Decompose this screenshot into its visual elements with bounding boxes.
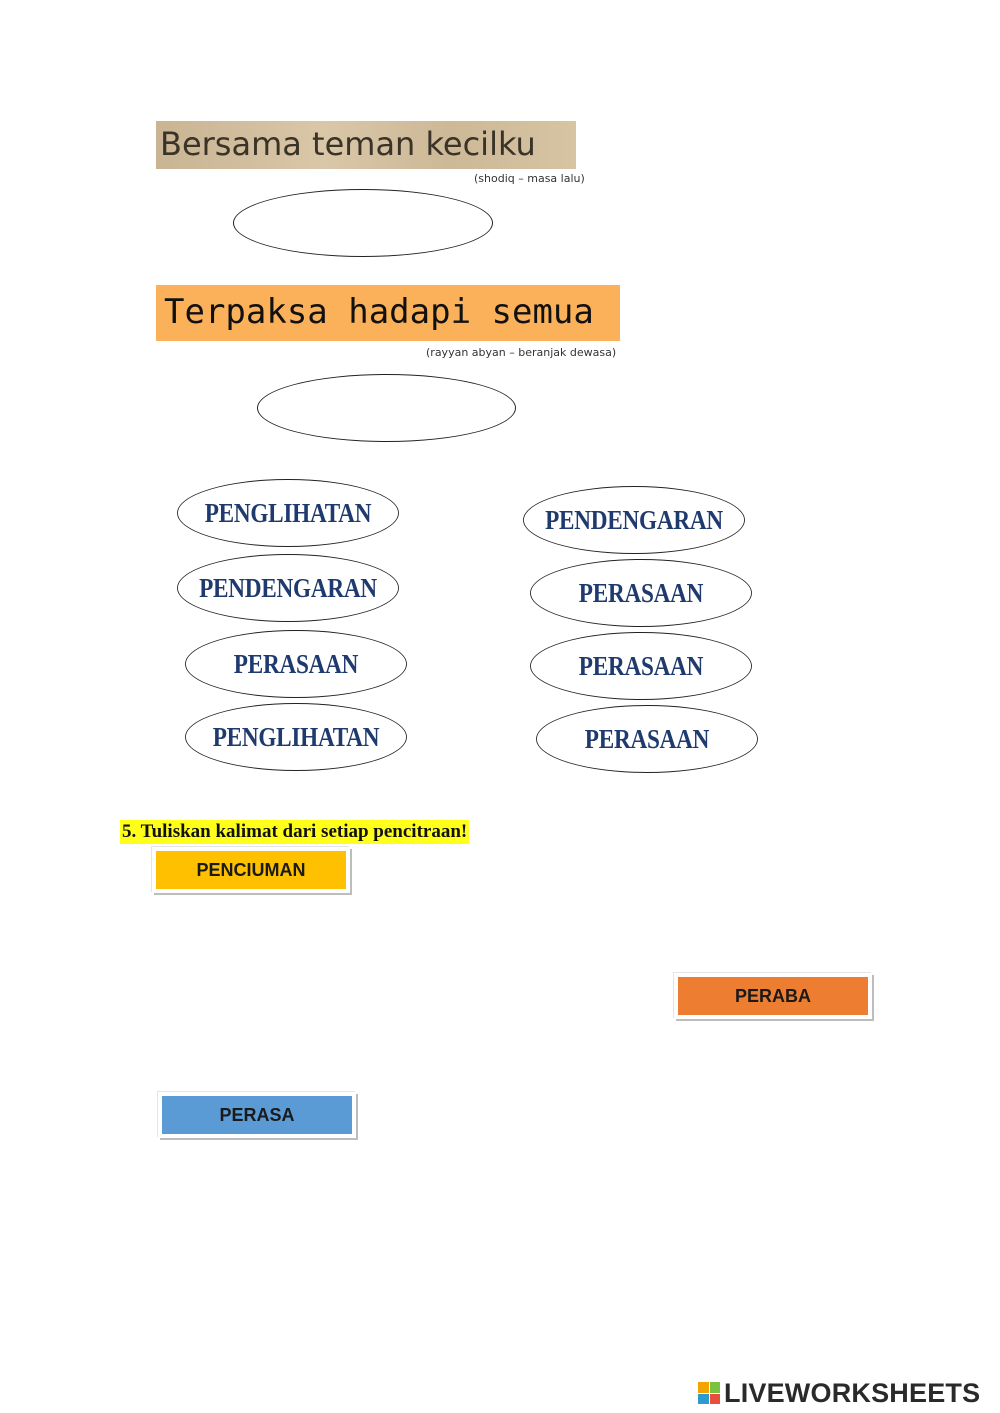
liveworksheets-logo-icon xyxy=(698,1382,720,1404)
choice-oval[interactable]: PERASAAN xyxy=(530,559,752,627)
choice-oval[interactable]: PERASAAN xyxy=(536,705,758,773)
choice-oval[interactable]: PERASAAN xyxy=(530,632,752,700)
choice-oval[interactable]: PENGLIHATAN xyxy=(185,703,407,771)
lyric-line-1: Bersama teman kecilku xyxy=(156,121,576,169)
choice-label: PENGLIHATAN xyxy=(212,721,380,752)
question-5: 5. Tuliskan kalimat dari setiap pencitra… xyxy=(120,820,470,844)
choice-label: PENGLIHATAN xyxy=(204,497,372,528)
tag-penciuman: PENCIUMAN xyxy=(152,847,350,893)
lyric-credit-1: (shodiq – masa lalu) xyxy=(474,172,585,185)
lyric-credit-2: (rayyan abyan – beranjak dewasa) xyxy=(426,346,617,359)
liveworksheets-brand: LIVEWORKSHEETS xyxy=(724,1377,981,1408)
answer-drop-zone-2[interactable] xyxy=(257,374,516,442)
choice-oval[interactable]: PENDENGARAN xyxy=(523,486,745,554)
choice-label: PERASAAN xyxy=(584,723,710,754)
tag-perasa-label: PERASA xyxy=(162,1096,352,1134)
choice-oval[interactable]: PENGLIHATAN xyxy=(177,479,399,547)
choice-label: PENDENGARAN xyxy=(199,572,377,603)
liveworksheets-logo: LIVEWORKSHEETS xyxy=(698,1378,980,1408)
choice-oval[interactable]: PENDENGARAN xyxy=(177,554,399,622)
tag-perasa: PERASA xyxy=(158,1092,356,1138)
choice-label: PERASAAN xyxy=(233,648,359,679)
choice-oval[interactable]: PERASAAN xyxy=(185,630,407,698)
tag-penciuman-label: PENCIUMAN xyxy=(156,851,346,889)
choice-label: PERASAAN xyxy=(578,650,704,681)
tag-peraba-label: PERABA xyxy=(678,977,868,1015)
choice-label: PENDENGARAN xyxy=(545,504,723,535)
choice-label: PERASAAN xyxy=(578,577,704,608)
lyric-line-2: Terpaksa hadapi semua xyxy=(156,285,620,341)
tag-peraba: PERABA xyxy=(674,973,872,1019)
answer-drop-zone-1[interactable] xyxy=(233,189,493,257)
